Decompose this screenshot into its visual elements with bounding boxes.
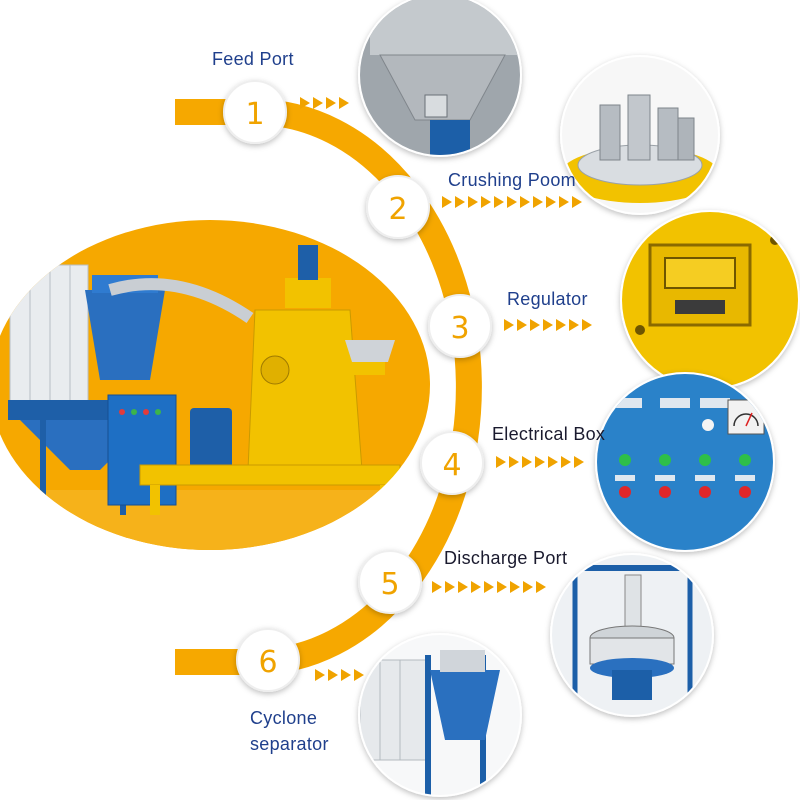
crushing-room-photo — [560, 55, 720, 215]
cyclone-separator-photo — [358, 633, 522, 797]
main-machine-image — [0, 220, 430, 550]
svg-text:5: 5 — [380, 567, 399, 602]
gauge-icon — [727, 399, 765, 435]
step-6-arrows — [315, 669, 364, 681]
step-5-label: Discharge Port — [444, 548, 568, 568]
step-4-arrows — [496, 456, 584, 468]
step-4-marker: 4 — [420, 431, 484, 495]
step-2-marker: 2 — [366, 175, 430, 239]
svg-text:2: 2 — [388, 192, 407, 227]
step-3-arrows — [504, 319, 592, 331]
discharge-port-photo — [550, 553, 714, 717]
step-6-label-line-2: separator — [250, 734, 329, 754]
svg-text:1: 1 — [245, 97, 264, 132]
green-button-icon — [619, 454, 751, 466]
electrical-box-photo — [595, 372, 775, 552]
feed-port-photo — [358, 0, 522, 157]
svg-text:6: 6 — [258, 645, 277, 680]
step-1-label: Feed Port — [212, 49, 294, 69]
step-3-marker: 3 — [428, 294, 492, 358]
svg-text:3: 3 — [450, 311, 469, 346]
step-2-label: Crushing Poom — [448, 170, 576, 190]
step-4-label: Electrical Box — [492, 424, 606, 444]
regulator-photo — [620, 210, 800, 390]
red-button-icon — [619, 486, 751, 498]
step-6-label: Cyclone separator — [250, 705, 329, 757]
step-6-label-line-1: Cyclone — [250, 708, 318, 728]
step-1-marker: 1 — [223, 80, 287, 144]
step-2-arrows — [442, 196, 582, 208]
step-6-marker: 6 — [236, 628, 300, 692]
svg-text:4: 4 — [442, 448, 461, 483]
step-5-arrows — [432, 581, 546, 593]
step-1-arrows — [300, 97, 349, 109]
step-3-label: Regulator — [507, 289, 588, 309]
process-arc — [175, 99, 482, 675]
step-5-marker: 5 — [358, 550, 422, 614]
